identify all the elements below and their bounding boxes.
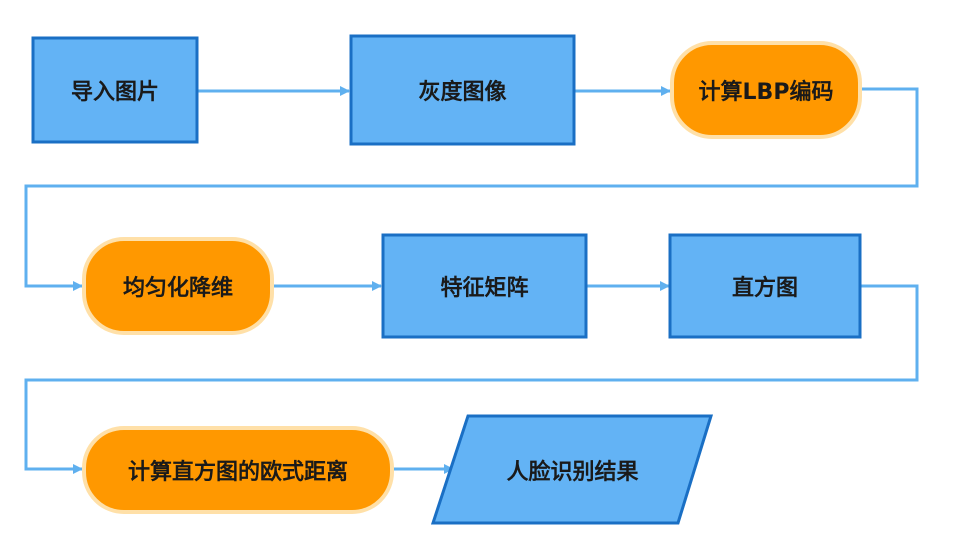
terminal-box-lbp-code xyxy=(670,41,862,139)
connector-lbp-to-uniform xyxy=(24,87,919,291)
process-box-grayscale xyxy=(349,34,576,146)
terminal-box-uniform-reduce xyxy=(82,237,274,335)
process-box-import-image xyxy=(31,36,199,144)
terminal-box-euclid-distance xyxy=(82,426,394,514)
output-box-face-result xyxy=(430,414,714,525)
process-box-histogram xyxy=(668,233,862,339)
connector-histogram-to-distance xyxy=(24,284,919,474)
process-box-feature-matrix xyxy=(381,233,588,339)
